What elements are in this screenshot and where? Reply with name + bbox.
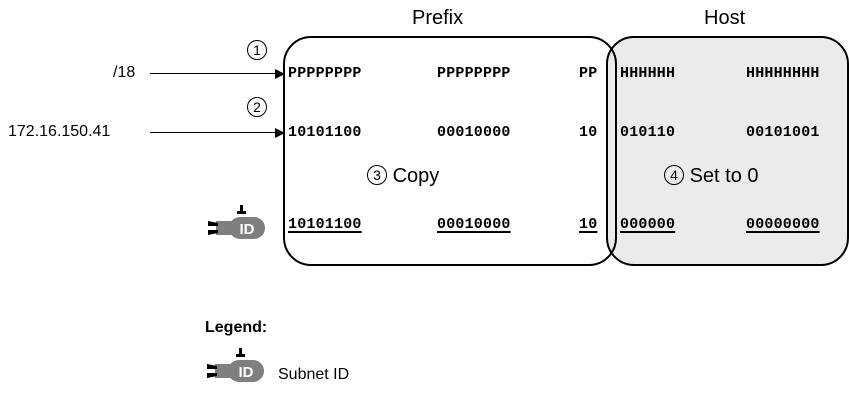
mask-bits-octet-1: PPPPPPPP xyxy=(288,65,362,82)
result-bits-octet-4: 00000000 xyxy=(746,216,820,233)
host-box xyxy=(606,36,849,266)
legend-subnet-id-label: Subnet ID xyxy=(278,366,350,383)
result-bits-octet-3-prefix: 10 xyxy=(579,216,598,233)
mask-bits-octet-3-prefix: PP xyxy=(579,65,598,82)
address-bits-octet-1: 10101100 xyxy=(288,124,362,141)
address-bits-octet-4: 00101001 xyxy=(746,124,820,141)
subnet-id-icon-graphic: ID xyxy=(208,205,265,239)
step-2-number: 2 xyxy=(247,97,267,117)
copy-text: Copy xyxy=(392,165,440,187)
legend-subnet-id-icon: ID xyxy=(205,346,273,386)
prefix-box xyxy=(283,36,617,266)
address-bits-octet-2: 00010000 xyxy=(437,124,511,141)
address-arrow-line xyxy=(150,132,276,133)
set-zero-text: Set to 0 xyxy=(689,165,759,187)
mask-bits-octet-4: HHHHHHHH xyxy=(746,65,820,82)
result-bits-octet-3-host: 000000 xyxy=(620,216,676,233)
mask-arrow-head xyxy=(275,69,285,79)
subnet-id-icon-text: ID xyxy=(240,221,255,238)
address-arrow-head xyxy=(275,128,285,138)
mask-bits-octet-3-host: HHHHHH xyxy=(620,65,676,82)
step-3-copy-label: 3 Copy xyxy=(367,165,439,188)
mask-bits-octet-2: PPPPPPPP xyxy=(437,65,511,82)
subnet-id-icon: ID xyxy=(206,203,274,243)
step-4-number: 4 xyxy=(664,165,684,185)
prefix-header: Prefix xyxy=(412,7,464,29)
address-bits-octet-3-host: 010110 xyxy=(620,124,676,141)
mask-input-label: /18 xyxy=(113,64,136,81)
step-2-marker: 2 xyxy=(247,97,267,117)
legend-subnet-id-icon-text: ID xyxy=(239,364,254,381)
result-bits-octet-1: 10101100 xyxy=(288,216,362,233)
legend-title: Legend: xyxy=(205,319,268,336)
step-3-number: 3 xyxy=(367,165,387,185)
result-bits-octet-2: 00010000 xyxy=(437,216,511,233)
legend-subnet-id-icon-graphic: ID xyxy=(207,348,264,382)
step-1-number: 1 xyxy=(247,40,267,60)
host-header: Host xyxy=(704,7,746,29)
address-bits-octet-3-prefix: 10 xyxy=(579,124,598,141)
step-1-marker: 1 xyxy=(247,40,267,60)
address-input-label: 172.16.150.41 xyxy=(8,123,111,140)
mask-arrow-line xyxy=(150,73,276,74)
step-4-set-zero-label: 4 Set to 0 xyxy=(664,165,759,188)
